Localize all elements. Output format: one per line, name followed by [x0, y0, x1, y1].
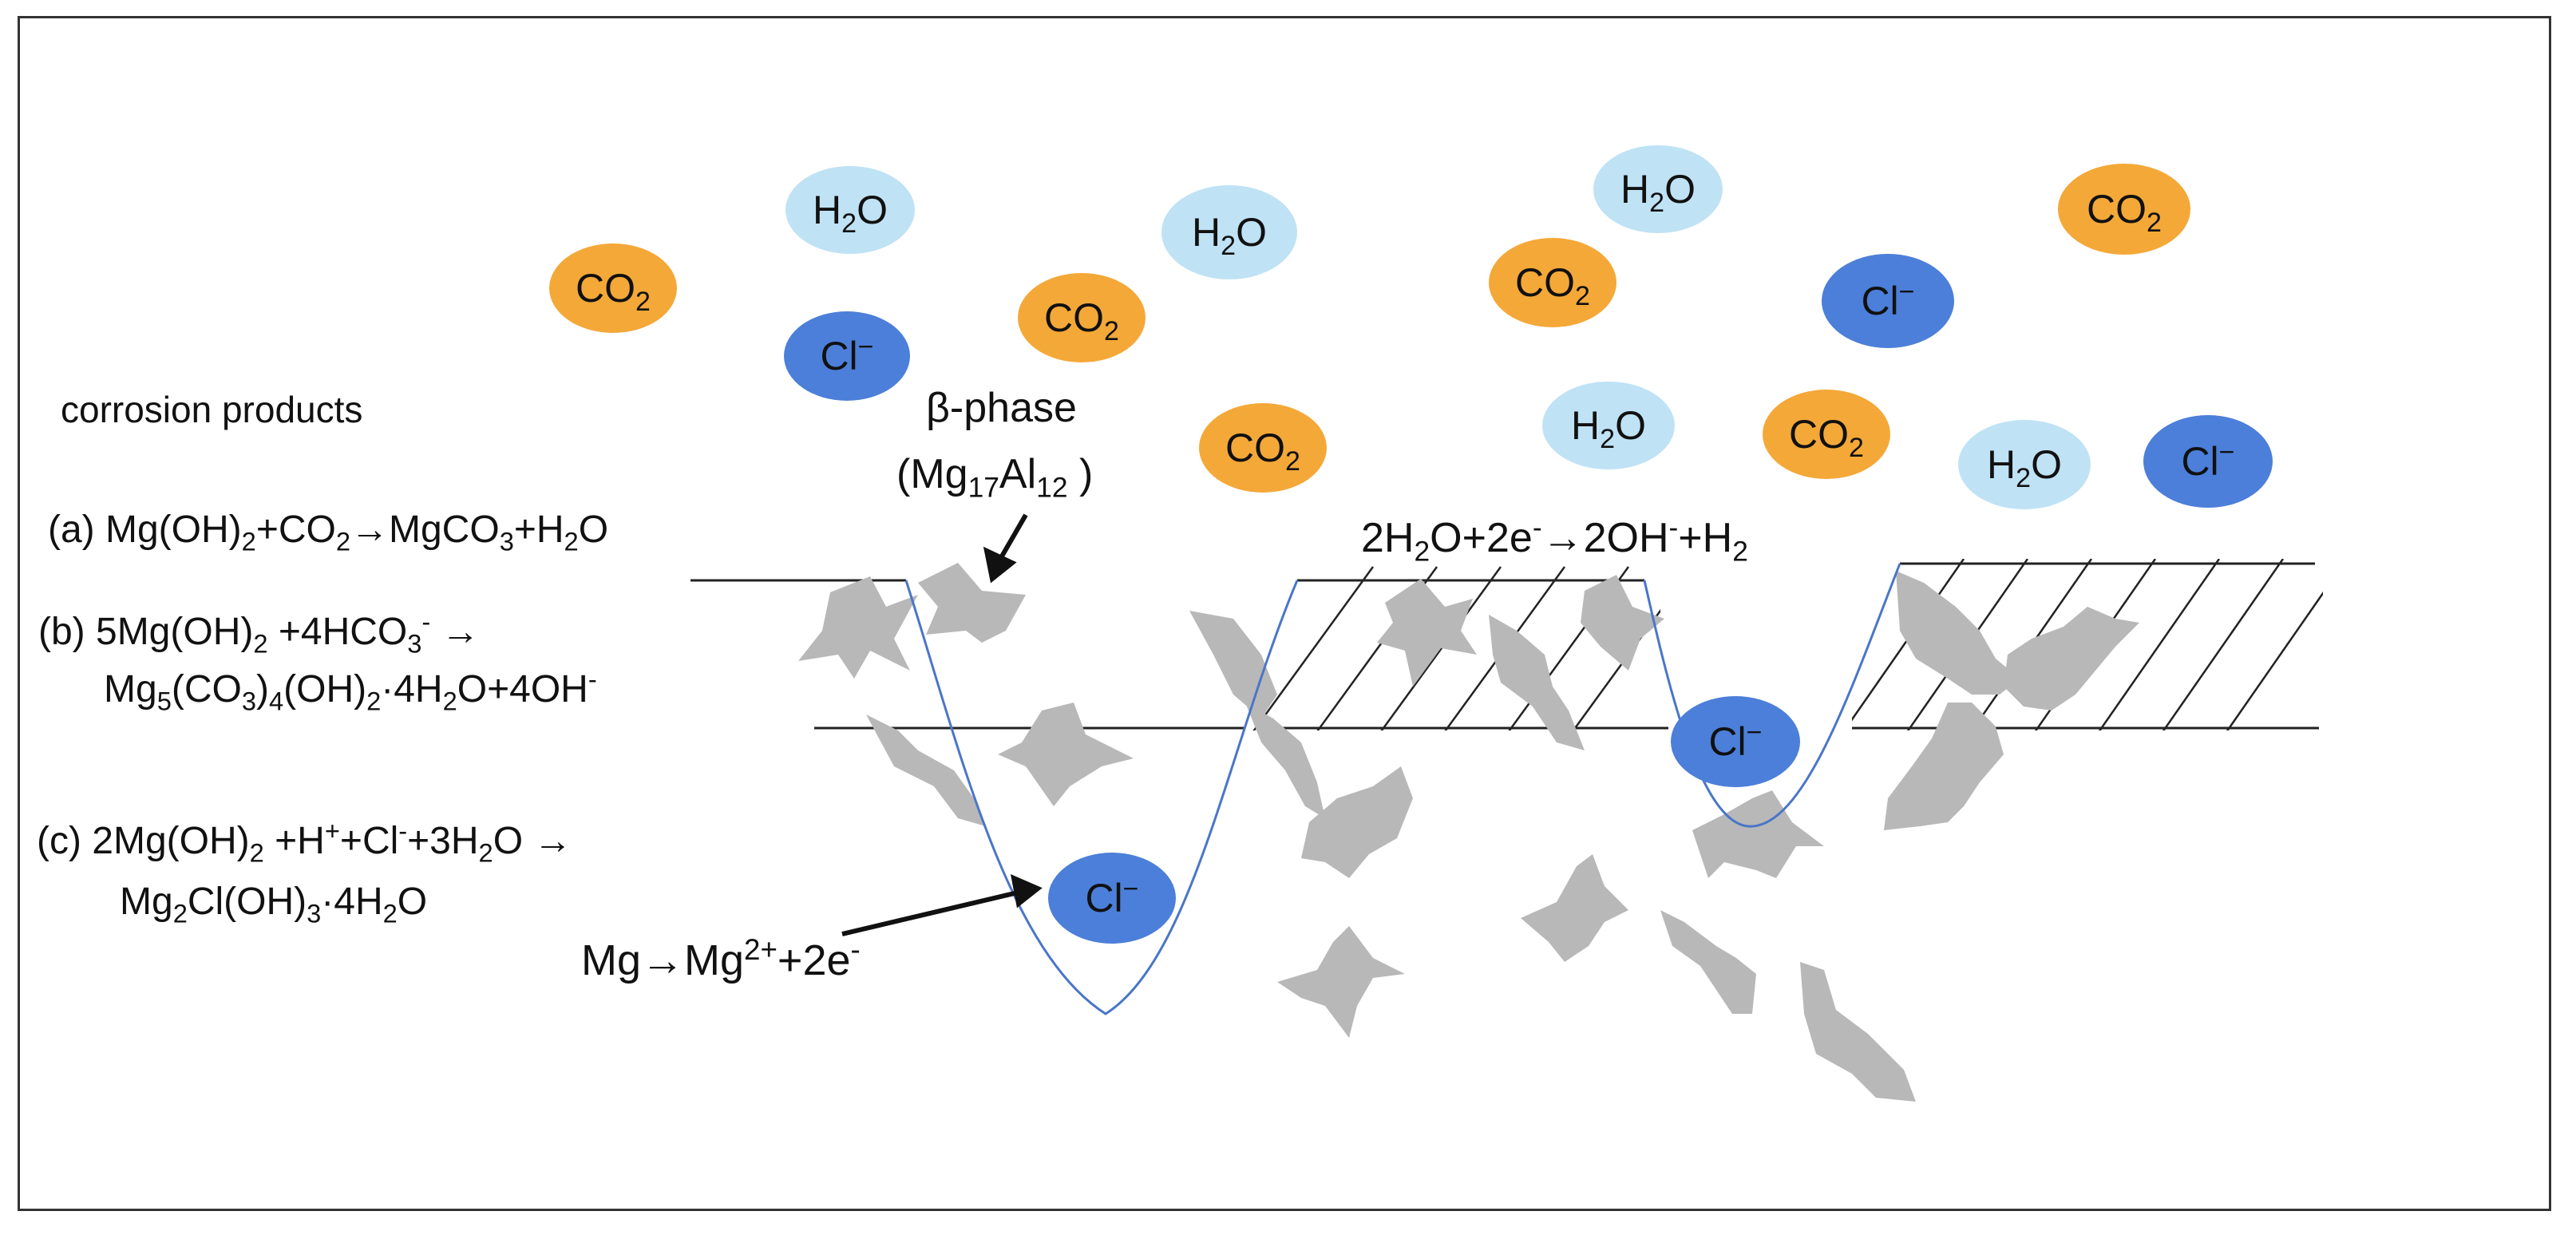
particle [1521, 854, 1628, 962]
co2-label: CO2 [1225, 426, 1300, 477]
co2-molecule: CO2 [1763, 390, 1890, 479]
co2-label: CO2 [1789, 412, 1864, 463]
h2o-molecule: H2O [1542, 382, 1675, 469]
cathodic-reaction: 2H2O+2e-→2OH-+H2 [1361, 512, 1748, 568]
h2o-label: H2O [1620, 167, 1696, 218]
anodic-arrowhead [1011, 874, 1043, 908]
particle [1581, 575, 1664, 671]
chloride-label: Cl− [1861, 276, 1915, 323]
chloride-ion: Cl− [1822, 254, 1954, 348]
beta-phase-label: β-phase [926, 385, 1077, 431]
particle [1245, 703, 1325, 818]
particle [1896, 571, 2020, 695]
h2o-molecule: H2O [1958, 420, 2091, 509]
h2o-molecule: H2O [1161, 185, 1297, 279]
particle [1277, 926, 1405, 1038]
particle [2004, 607, 2139, 711]
h2o-molecule: H2O [785, 166, 915, 254]
beta-phase-arrow [997, 513, 1028, 562]
particle [798, 576, 918, 679]
chloride-ion: Cl− [1671, 696, 1800, 787]
beta-phase-formula: (Mg17Al12 ) [896, 451, 1094, 504]
co2-label: CO2 [1515, 260, 1590, 311]
anodic-reaction: Mg→Mg2++2e- [581, 933, 861, 984]
reaction-c-line2: Mg2Cl(OH)3·4H2O [120, 881, 428, 928]
chloride-label: Cl− [820, 331, 874, 378]
particle [1692, 790, 1824, 878]
particle [1489, 615, 1585, 750]
co2-molecule: CO2 [2058, 164, 2190, 255]
arrows [841, 513, 1043, 936]
h2o-label: H2O [813, 188, 888, 239]
co2-molecule: CO2 [1018, 273, 1146, 362]
particle [918, 563, 1026, 643]
particle [1301, 766, 1413, 878]
chloride-ion: Cl− [1048, 853, 1176, 944]
particle [866, 714, 986, 826]
h2o-label: H2O [1987, 442, 2062, 493]
particle [1800, 962, 1916, 1102]
co2-label: CO2 [1044, 295, 1119, 346]
reaction-a: (a) Mg(OH)2+CO2→MgCO3+H2O [48, 509, 609, 556]
chloride-ion: Cl− [2143, 415, 2273, 508]
particle [998, 703, 1134, 806]
pit-outlines [904, 563, 1901, 1015]
h2o-label: H2O [1571, 403, 1646, 454]
beta-phase-arrowhead [983, 546, 1017, 584]
particles [798, 563, 2139, 1102]
reaction-b-line2: Mg5(CO3)4(OH)2·4H2O+4OH- [104, 664, 597, 716]
small-pit-outline [1643, 563, 1901, 828]
chloride-ion: Cl− [784, 311, 910, 401]
particle [1189, 611, 1277, 718]
reaction-c-line1: (c) 2Mg(OH)2 +H++Cl-+3H2O → [37, 816, 572, 868]
large-pit-outline [904, 580, 1299, 1015]
chloride-label: Cl− [2181, 437, 2235, 484]
co2-label: CO2 [2087, 187, 2162, 238]
co2-molecule: CO2 [1489, 238, 1616, 327]
particle [1660, 910, 1756, 1014]
h2o-molecule: H2O [1593, 145, 1723, 233]
anodic-arrow [841, 890, 1019, 936]
particle [1377, 579, 1477, 687]
chloride-label: Cl− [1085, 873, 1139, 920]
reaction-b-line1: (b) 5Mg(OH)2 +4HCO3- → [38, 607, 480, 659]
co2-molecule: CO2 [549, 243, 677, 333]
chloride-label: Cl− [1708, 717, 1763, 764]
corrosion-products-heading: corrosion products [61, 389, 363, 430]
co2-molecule: CO2 [1199, 403, 1327, 493]
particle [1884, 703, 2004, 830]
co2-label: CO2 [576, 266, 651, 317]
h2o-label: H2O [1192, 210, 1267, 261]
